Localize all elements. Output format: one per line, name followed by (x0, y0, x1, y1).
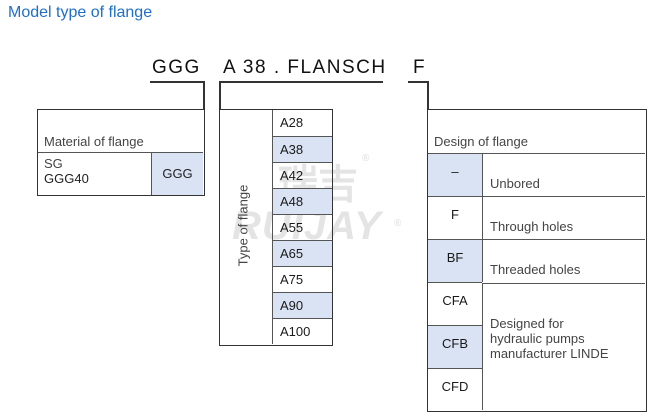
design-code-bf: BF (428, 239, 482, 282)
watermark-registered-2: ® (394, 218, 402, 229)
design-code-f: F (428, 196, 482, 239)
type-row-a75: A75 (273, 266, 332, 292)
material-underline (150, 81, 204, 83)
type-row-a100: A100 (273, 318, 332, 344)
type-row-a65: A65 (273, 240, 332, 266)
type-row-a90: A90 (273, 292, 332, 318)
watermark-registered-1: ® (362, 153, 370, 164)
type-row-a42: A42 (273, 162, 332, 188)
material-desc-line1: SG (44, 156, 63, 171)
linde-line-2: hydraulic pumps (490, 331, 585, 346)
material-code-cell: GGG (151, 153, 203, 195)
type-connector (219, 81, 221, 110)
linde-description-cell: Designed for hydraulic pumps manufacture… (482, 283, 645, 410)
linde-line-3: manufacturer LINDE (490, 346, 609, 361)
design-code-cfd: CFD (428, 368, 482, 411)
material-row: SG GGG40 GGG (38, 152, 203, 195)
type-row-a38: A38 (273, 136, 332, 162)
design-header: Design of flange (434, 134, 528, 149)
design-description: Threaded holes (482, 239, 645, 282)
type-row-a48: A48 (273, 188, 332, 214)
code-type: A 38 . FLANSCH (223, 57, 387, 78)
code-material: GGG (152, 57, 201, 78)
type-underline (219, 81, 383, 83)
design-code-cfb: CFB (428, 325, 482, 368)
design-description: Unbored (482, 153, 645, 196)
design-code-unbored: – (428, 153, 482, 196)
design-connector (427, 81, 429, 110)
diagram-title: Model type of flange (8, 4, 153, 21)
material-desc-line2: GGG40 (44, 171, 89, 186)
linde-line-1: Designed for (490, 316, 564, 331)
design-description: Through holes (482, 196, 645, 239)
type-label: Type of flange (235, 184, 251, 267)
code-design: F (413, 57, 427, 78)
type-row-a28: A28 (280, 115, 304, 130)
design-underline (408, 81, 428, 83)
type-row-a55: A55 (273, 214, 332, 240)
material-connector (203, 81, 205, 110)
design-code-cfa: CFA (428, 282, 482, 325)
material-box: Material of flange SG GGG40 GGG (37, 109, 205, 196)
material-header: Material of flange (44, 134, 144, 149)
linde-description: Designed for hydraulic pumps manufacture… (490, 316, 609, 361)
